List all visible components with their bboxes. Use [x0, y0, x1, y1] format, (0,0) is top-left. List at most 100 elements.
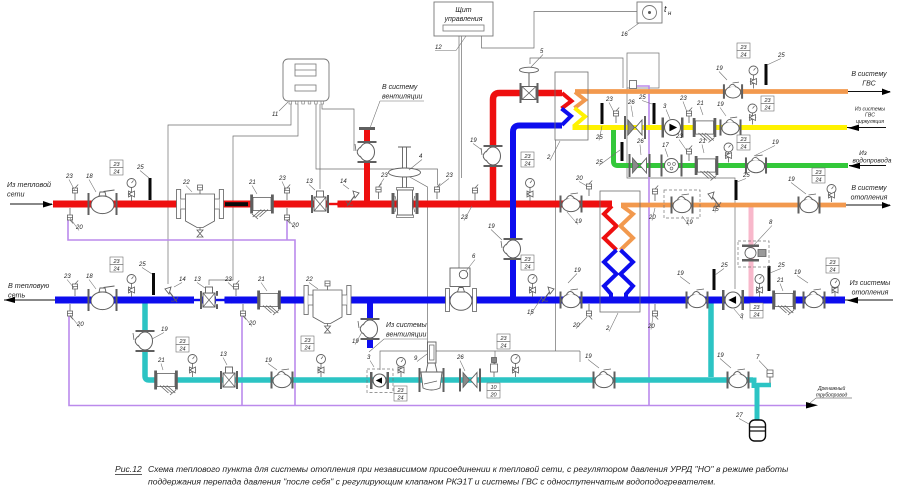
svg-text:19: 19 — [470, 138, 477, 144]
svg-text:сеть: сеть — [8, 291, 25, 300]
svg-text:вентиляции: вентиляции — [386, 332, 427, 339]
svg-text:18: 18 — [86, 274, 93, 280]
svg-text:23: 23 — [112, 259, 120, 265]
svg-text:18: 18 — [86, 174, 93, 180]
svg-text:23: 23 — [523, 257, 531, 263]
svg-text:В систему: В систему — [851, 71, 887, 78]
svg-text:24: 24 — [499, 344, 506, 350]
svg-text:19: 19 — [585, 354, 592, 360]
svg-text:26: 26 — [636, 139, 644, 145]
svg-text:В систему: В систему — [382, 84, 418, 91]
svg-text:23: 23 — [679, 96, 687, 102]
svg-text:вентиляции: вентиляции — [382, 94, 423, 101]
svg-text:21: 21 — [696, 101, 704, 107]
svg-text:23: 23 — [814, 170, 822, 176]
svg-text:отопления: отопления — [851, 195, 888, 202]
svg-text:19: 19 — [772, 140, 779, 146]
svg-text:20: 20 — [572, 323, 580, 329]
svg-text:23: 23 — [396, 388, 404, 394]
svg-text:сети: сети — [7, 190, 25, 199]
svg-text:24: 24 — [178, 347, 185, 353]
svg-text:23: 23 — [224, 277, 232, 283]
svg-text:23: 23 — [763, 98, 771, 104]
svg-text:20: 20 — [76, 322, 84, 328]
svg-text:водопровода: водопровода — [853, 157, 892, 165]
svg-text:24: 24 — [828, 268, 835, 274]
svg-text:25: 25 — [742, 173, 750, 179]
svg-text:23: 23 — [828, 260, 836, 266]
svg-text:23: 23 — [380, 173, 388, 179]
svg-text:8: 8 — [769, 220, 773, 226]
svg-text:24: 24 — [814, 178, 821, 184]
svg-text:21: 21 — [776, 278, 784, 284]
svg-text:19: 19 — [352, 339, 359, 345]
svg-text:20: 20 — [75, 225, 83, 231]
svg-text:25: 25 — [595, 135, 603, 141]
svg-text:24: 24 — [739, 145, 746, 151]
svg-text:24: 24 — [739, 53, 746, 59]
svg-text:23: 23 — [303, 338, 311, 344]
svg-text:3: 3 — [663, 104, 667, 110]
svg-text:24: 24 — [523, 265, 530, 271]
svg-text:25: 25 — [136, 165, 144, 171]
svg-text:20: 20 — [648, 215, 656, 221]
svg-text:2: 2 — [605, 326, 610, 332]
svg-text:24: 24 — [112, 170, 119, 176]
svg-text:23: 23 — [739, 137, 747, 143]
svg-text:19: 19 — [717, 102, 724, 108]
svg-text:19: 19 — [574, 268, 581, 274]
svg-text:25: 25 — [138, 262, 146, 268]
svg-text:20: 20 — [291, 223, 299, 229]
svg-text:4: 4 — [419, 154, 423, 160]
svg-text:поддержания перепада давления: поддержания перепада давления "после себ… — [148, 477, 716, 487]
svg-text:23: 23 — [112, 162, 120, 168]
svg-text:23: 23 — [278, 176, 286, 182]
svg-text:t: t — [664, 4, 667, 14]
svg-text:15: 15 — [712, 207, 719, 213]
svg-text:25: 25 — [777, 263, 785, 269]
svg-text:20: 20 — [575, 176, 583, 182]
svg-text:отопления: отопления — [852, 290, 889, 297]
svg-text:Из системы: Из системы — [386, 322, 428, 329]
svg-text:23: 23 — [65, 174, 73, 180]
svg-text:17: 17 — [662, 143, 669, 149]
svg-text:Щит: Щит — [455, 7, 471, 14]
svg-text:Из: Из — [859, 150, 867, 157]
svg-text:19: 19 — [488, 224, 495, 230]
svg-text:21: 21 — [698, 139, 706, 145]
svg-text:В систему: В систему — [851, 185, 887, 192]
svg-text:В тепловую: В тепловую — [8, 281, 50, 290]
svg-text:26: 26 — [456, 355, 464, 361]
svg-text:24: 24 — [396, 396, 403, 402]
svg-text:ГВС: ГВС — [862, 81, 876, 88]
svg-text:9: 9 — [414, 356, 418, 362]
svg-text:12: 12 — [435, 45, 442, 51]
svg-text:23: 23 — [178, 339, 186, 345]
svg-text:24: 24 — [752, 313, 759, 319]
svg-text:19: 19 — [265, 358, 272, 364]
svg-text:Рис.12: Рис.12 — [115, 464, 142, 474]
svg-text:ГВС: ГВС — [865, 113, 875, 119]
svg-text:14: 14 — [340, 179, 347, 185]
svg-text:19: 19 — [788, 177, 795, 183]
svg-text:23: 23 — [523, 154, 531, 160]
svg-text:15: 15 — [527, 310, 534, 316]
svg-text:22: 22 — [305, 277, 313, 283]
svg-text:27: 27 — [735, 413, 743, 419]
svg-text:19: 19 — [677, 271, 684, 277]
svg-text:трубопровод: трубопровод — [816, 393, 848, 399]
svg-text:19: 19 — [161, 327, 168, 333]
svg-text:26: 26 — [627, 100, 635, 106]
svg-text:25: 25 — [777, 53, 785, 59]
svg-text:23: 23 — [63, 274, 71, 280]
svg-text:25: 25 — [638, 95, 646, 101]
svg-text:20: 20 — [489, 393, 497, 399]
svg-text:Из системы: Из системы — [855, 107, 885, 113]
svg-text:16: 16 — [621, 32, 628, 38]
svg-text:Из системы: Из системы — [850, 280, 892, 287]
svg-text:22: 22 — [182, 180, 190, 186]
svg-text:23: 23 — [445, 173, 453, 179]
svg-text:24: 24 — [523, 162, 530, 168]
svg-text:24: 24 — [763, 106, 770, 112]
svg-text:23: 23 — [675, 134, 683, 140]
